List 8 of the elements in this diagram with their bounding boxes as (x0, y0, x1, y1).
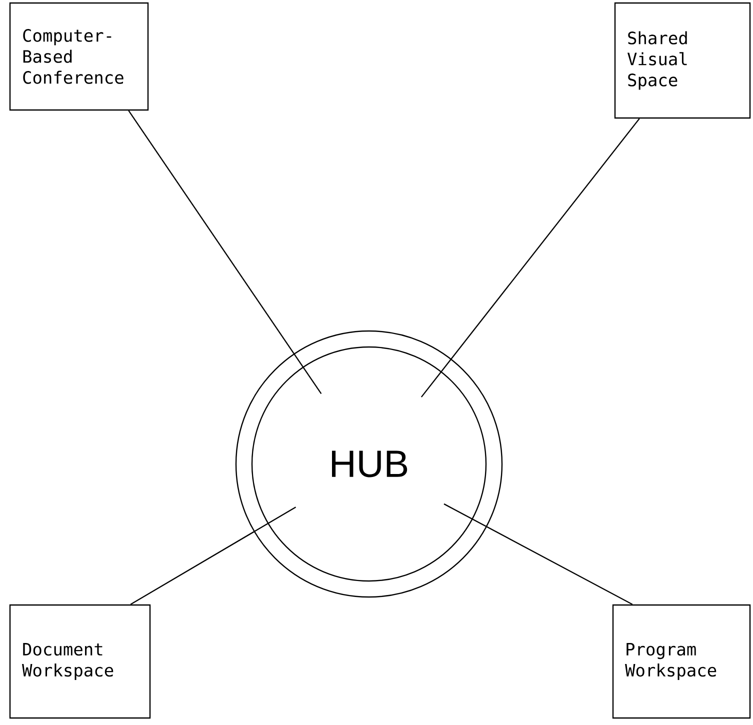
connector-line (444, 503, 633, 605)
text-box: Program Workspace (612, 604, 751, 719)
text-box: Document Workspace (9, 604, 151, 719)
text-box: Shared Visual Space (614, 2, 751, 119)
connector-line (130, 506, 296, 605)
connector-line (128, 110, 322, 394)
text-box: Computer-Based Conference (9, 2, 149, 111)
connector-line (420, 118, 640, 398)
